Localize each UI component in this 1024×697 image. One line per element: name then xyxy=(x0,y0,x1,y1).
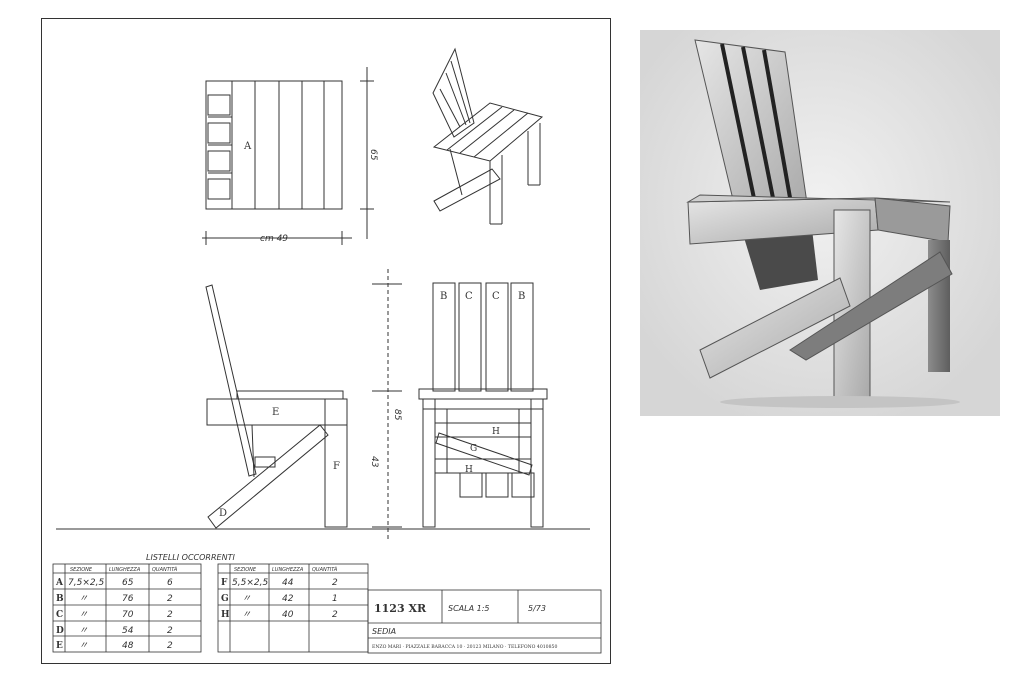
row-length: 70 xyxy=(122,610,134,620)
axonometric-view xyxy=(432,47,544,225)
row-length: 44 xyxy=(282,578,294,588)
row-letter: E xyxy=(56,641,63,651)
row-letter: C xyxy=(56,610,63,620)
label-F: F xyxy=(333,461,340,472)
row-letter: A xyxy=(55,578,64,588)
label-D: D xyxy=(219,508,227,519)
dim-height: 85 xyxy=(392,409,402,421)
row-qty: 2 xyxy=(167,641,173,651)
chair-photo xyxy=(640,30,1000,416)
parts-table-left xyxy=(52,563,202,653)
dim-seat: 43 xyxy=(369,456,379,468)
right-rows: F 5,5×2,5 44 2 G 〃 42 1 H 〃 40 2 xyxy=(221,578,338,620)
row-section: 〃 xyxy=(79,641,88,651)
label-E: E xyxy=(272,407,279,418)
row-letter: F xyxy=(221,578,228,588)
row-length: 42 xyxy=(282,594,294,604)
left-rows: A 7,5×2,5 65 6 B 〃 76 2 C 〃 70 2 D 〃 54 … xyxy=(55,578,173,651)
row-section: 7,5×2,5 xyxy=(68,578,104,588)
technical-drawing: A 65 cm 49 xyxy=(52,47,602,654)
header-qty-right: QUANTITÀ xyxy=(312,566,338,573)
row-section: 〃 xyxy=(79,626,88,636)
header-length-right: LUNGHEZZA xyxy=(272,567,304,573)
row-section: 5,5×2,5 xyxy=(232,578,268,588)
title-date: 5/73 xyxy=(528,604,546,613)
label-B-left: B xyxy=(440,291,447,302)
title-block xyxy=(367,589,602,654)
dim-depth: 65 xyxy=(368,149,378,161)
label-B-right: B xyxy=(518,291,525,302)
row-qty: 2 xyxy=(332,578,338,588)
parts-table-right xyxy=(217,563,369,653)
title-code: 1123 XR xyxy=(374,602,427,615)
label-A: A xyxy=(243,141,252,152)
row-letter: H xyxy=(221,610,230,620)
label-H-top: H xyxy=(492,427,500,437)
row-qty: 6 xyxy=(167,578,173,588)
header-qty-left: QUANTITÀ xyxy=(152,566,178,573)
header-section-left: SEZIONE xyxy=(70,567,93,573)
row-qty: 2 xyxy=(167,594,173,604)
row-letter: G xyxy=(221,594,229,604)
row-letter: D xyxy=(56,626,64,636)
row-length: 54 xyxy=(122,626,134,636)
row-length: 48 xyxy=(122,641,134,651)
label-H-bottom: H xyxy=(465,465,473,475)
side-view xyxy=(205,284,348,529)
label-C-left: C xyxy=(465,291,473,302)
row-section: 〃 xyxy=(242,594,251,604)
row-qty: 2 xyxy=(167,626,173,636)
drawing-sheet: A 65 cm 49 xyxy=(41,18,611,664)
row-qty: 2 xyxy=(167,610,173,620)
dim-width: cm 49 xyxy=(260,234,288,244)
header-length-left: LUNGHEZZA xyxy=(109,567,141,573)
table-title: LISTELLI OCCORRENTI xyxy=(146,553,235,562)
row-section: 〃 xyxy=(242,610,251,620)
row-length: 65 xyxy=(122,578,134,588)
height-dimensions xyxy=(372,269,402,539)
row-section: 〃 xyxy=(79,610,88,620)
header-section-right: SEZIONE xyxy=(234,567,257,573)
title-footer: ENZO MARI · PIAZZALE BARACCA 10 · 20123 … xyxy=(372,644,557,650)
row-qty: 2 xyxy=(332,610,338,620)
title-scale: SCALA 1:5 xyxy=(448,604,489,613)
row-section: 〃 xyxy=(79,594,88,604)
row-qty: 1 xyxy=(332,594,338,604)
row-letter: B xyxy=(56,594,64,604)
top-view xyxy=(202,67,374,245)
label-G: G xyxy=(470,444,477,454)
row-length: 40 xyxy=(282,610,294,620)
title-name: SEDIA xyxy=(372,627,396,636)
row-length: 76 xyxy=(122,594,134,604)
front-view xyxy=(418,282,548,528)
label-C-right: C xyxy=(492,291,500,302)
